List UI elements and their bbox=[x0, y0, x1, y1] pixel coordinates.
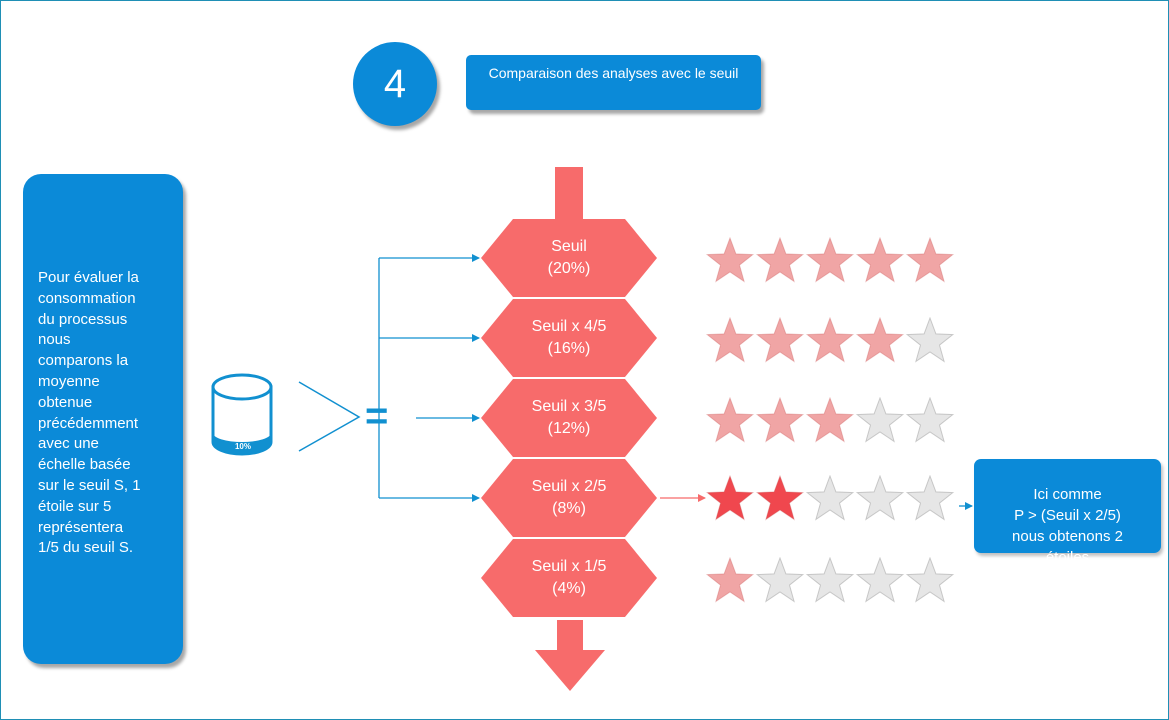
star-shape bbox=[905, 397, 955, 443]
star-shape bbox=[705, 397, 755, 443]
star-shape bbox=[805, 397, 855, 443]
star-shape bbox=[705, 475, 755, 521]
filled-star-icon bbox=[905, 237, 955, 283]
star-shape bbox=[855, 317, 905, 363]
filled-star-icon bbox=[755, 237, 805, 283]
empty-star-icon bbox=[905, 317, 955, 363]
database-icon bbox=[211, 373, 273, 456]
filled-star-icon bbox=[705, 557, 755, 603]
star-shape bbox=[905, 317, 955, 363]
level-percent: (12%) bbox=[547, 420, 591, 437]
filled-star-icon bbox=[755, 397, 805, 443]
level-hexagon-1 bbox=[481, 219, 657, 297]
star-shape bbox=[855, 397, 905, 443]
star-shape bbox=[705, 237, 755, 283]
filled-star-icon bbox=[805, 397, 855, 443]
star-shape bbox=[755, 475, 805, 521]
empty-star-icon bbox=[905, 557, 955, 603]
step-number: 4 bbox=[383, 61, 407, 106]
filled-star-icon bbox=[705, 237, 755, 283]
empty-star-icon bbox=[855, 475, 905, 521]
filled-star-icon bbox=[855, 237, 905, 283]
star-shape bbox=[855, 475, 905, 521]
explanation-text: Pour évaluer la consommation du processu… bbox=[38, 269, 141, 557]
level-hexagon-2 bbox=[481, 299, 657, 377]
level-label-2: Seuil x 4/5 (16%) bbox=[481, 316, 657, 360]
star-shape bbox=[855, 237, 905, 283]
result-text: Ici comme P > (Seuil x 2/5) nous obtenon… bbox=[1012, 486, 1123, 566]
star-shape bbox=[755, 317, 805, 363]
star-shape bbox=[805, 317, 855, 363]
database-label: 10% bbox=[234, 442, 251, 451]
level-percent: (4%) bbox=[552, 580, 586, 597]
filled-star-icon bbox=[705, 397, 755, 443]
level-name: Seuil x 3/5 bbox=[531, 398, 607, 415]
level-percent: (16%) bbox=[547, 340, 591, 357]
star-shape bbox=[705, 557, 755, 603]
filled-star-icon bbox=[805, 237, 855, 283]
filled-star-icon bbox=[855, 317, 905, 363]
level-hexagon-3 bbox=[481, 379, 657, 457]
step-title: Comparaison des analyses avec le seuil bbox=[488, 65, 739, 81]
level-name: Seuil bbox=[551, 238, 587, 255]
empty-star-icon bbox=[805, 475, 855, 521]
star-shape bbox=[805, 475, 855, 521]
star-shape bbox=[905, 237, 955, 283]
empty-star-icon bbox=[755, 557, 805, 603]
empty-star-icon bbox=[905, 475, 955, 521]
level-name: Seuil x 1/5 bbox=[531, 558, 607, 575]
step-number-badge: 4 bbox=[353, 42, 437, 126]
filled-star-icon bbox=[755, 475, 805, 521]
star-shape bbox=[905, 475, 955, 521]
step-title-box: Comparaison des analyses avec le seuil bbox=[466, 55, 761, 110]
comparison-chevron bbox=[298, 381, 361, 452]
result-box: Ici comme P > (Seuil x 2/5) nous obtenon… bbox=[974, 459, 1161, 566]
level-label-5: Seuil x 1/5 (4%) bbox=[481, 556, 657, 600]
empty-star-icon bbox=[805, 557, 855, 603]
filled-star-icon bbox=[705, 317, 755, 363]
empty-star-icon bbox=[855, 397, 905, 443]
level-hexagon-4 bbox=[481, 459, 657, 537]
star-shape bbox=[855, 557, 905, 603]
star-shape bbox=[905, 557, 955, 603]
filled-star-icon bbox=[705, 475, 755, 521]
filled-star-icon bbox=[755, 317, 805, 363]
empty-star-icon bbox=[855, 557, 905, 603]
flow-arrow-bottom bbox=[535, 620, 605, 691]
filled-star-icon bbox=[805, 317, 855, 363]
level-label-4: Seuil x 2/5 (8%) bbox=[481, 476, 657, 520]
explanation-box: Pour évaluer la consommation du processu… bbox=[23, 174, 183, 664]
level-percent: (8%) bbox=[552, 500, 586, 517]
star-shape bbox=[805, 237, 855, 283]
level-name: Seuil x 2/5 bbox=[531, 478, 607, 495]
equals-sign: = bbox=[365, 394, 389, 438]
level-percent: (20%) bbox=[547, 260, 591, 277]
empty-star-icon bbox=[905, 397, 955, 443]
level-label-3: Seuil x 3/5 (12%) bbox=[481, 396, 657, 440]
level-label-1: Seuil (20%) bbox=[481, 236, 657, 280]
star-shape bbox=[705, 317, 755, 363]
star-shape bbox=[755, 397, 805, 443]
level-name: Seuil x 4/5 bbox=[531, 318, 607, 335]
star-shape bbox=[755, 557, 805, 603]
star-shape bbox=[805, 557, 855, 603]
flow-arrow-top bbox=[555, 167, 583, 219]
star-shape bbox=[755, 237, 805, 283]
level-hexagon-5 bbox=[481, 539, 657, 617]
